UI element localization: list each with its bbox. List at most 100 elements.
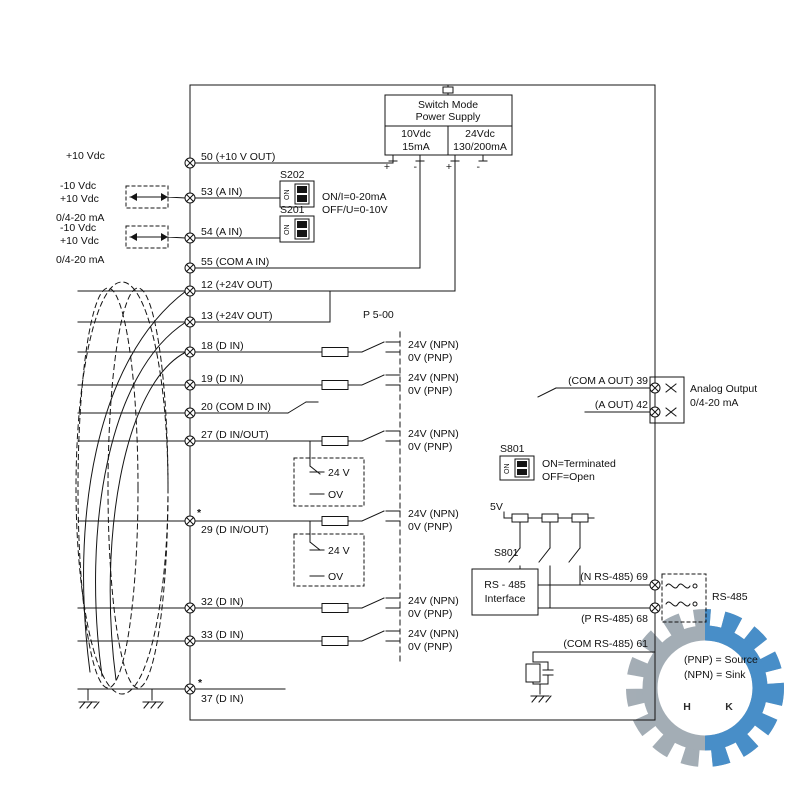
psu-15ma: 15mA [402, 141, 429, 153]
terminal-37-label: 37 (D IN) [201, 693, 244, 705]
terminal-55-label: 55 (COM A IN) [201, 256, 269, 268]
psu-10vdc: 10Vdc [401, 128, 431, 140]
label-54-plus: +10 Vdc [60, 235, 99, 247]
analog-output-caption-1: Analog Output [690, 383, 757, 395]
legend-npn: (NPN) = Sink [684, 669, 746, 681]
analog-out-label: (A OUT) 42 [595, 399, 648, 411]
psu-minus-1: - [414, 161, 418, 173]
terminal-32-marker [184, 602, 196, 614]
watermark-letter-h: H [683, 701, 691, 713]
left-wires [77, 290, 186, 690]
terminal-53-marker [184, 192, 196, 204]
enclosure-border [189, 84, 656, 721]
terminal-55-marker [184, 262, 196, 274]
s202-on-text: ON [284, 190, 291, 201]
pnp-27: 0V (PNP) [408, 441, 452, 453]
pnp-19: 0V (PNP) [408, 385, 452, 397]
terminal-50-label: 50 (+10 V OUT) [201, 151, 275, 163]
terminal-37-asterisk: * [198, 677, 203, 689]
s202-on-label: ON/I=0-20mA [322, 191, 386, 203]
rs485-box-line2: Interface [485, 593, 526, 605]
terminal-27-label: 27 (D IN/OUT) [201, 429, 269, 441]
s801-label: S801 [500, 443, 525, 455]
terminal-29-asterisk: * [197, 507, 202, 519]
npn-19: 24V (NPN) [408, 372, 459, 384]
ground-icon [78, 701, 164, 709]
terminal-18-label: 18 (D IN) [201, 340, 244, 352]
termination-network: 5V S801 [490, 501, 595, 609]
rs485-box-line1: RS - 485 [484, 579, 526, 591]
terminal-54-label: 54 (A IN) [201, 226, 242, 238]
terminal-39-marker [649, 382, 661, 394]
rs485-com-label: (COM RS-485) 61 [563, 638, 648, 650]
rs485-bus-label: RS-485 [712, 591, 748, 603]
left-voltage-labels: +10 Vdc -10 Vdc +10 Vdc 0/4-20 mA -10 Vd… [56, 150, 105, 266]
power-supply: Switch Mode Power Supply 10Vdc 15mA 24Vd… [384, 84, 513, 173]
terminal-69-marker [649, 579, 661, 591]
pnp-29: 0V (PNP) [408, 521, 452, 533]
label-54-minus: -10 Vdc [60, 222, 96, 234]
pnp-18: 0V (PNP) [408, 352, 452, 364]
npn-27: 24V (NPN) [408, 428, 459, 440]
s801-switch-label: S801 [494, 547, 519, 559]
terminal-13-label: 13 (+24V OUT) [201, 310, 273, 322]
box29-0v: OV [328, 571, 343, 583]
switch-s201: S201 ON [194, 204, 315, 243]
terminal-50-marker [184, 157, 196, 169]
label-54-ma: 0/4-20 mA [56, 254, 104, 266]
psu-minus-2: - [477, 161, 481, 173]
psu-title-2: Power Supply [416, 111, 482, 123]
analog-output-caption-2: 0/4-20 mA [690, 397, 738, 409]
label-5v: 5V [490, 501, 503, 513]
digital-input-stages: 24 V OV 24 V OV [194, 341, 401, 690]
switch-s801: S801 ON ON=Terminated OFF=Open [499, 443, 616, 483]
rs485-interface: RS - 485 Interface (N RS-485) 69 (P RS-4… [471, 568, 748, 703]
s202-off-label: OFF/U=0-10V [322, 204, 388, 216]
terminal-27-marker [184, 435, 196, 447]
s801-on-label: ON=Terminated [542, 458, 616, 470]
label-10vdc-50: +10 Vdc [66, 150, 105, 162]
psu-130ma: 130/200mA [453, 141, 507, 153]
s202-label: S202 [280, 169, 305, 181]
analog-source-54 [125, 225, 186, 249]
terminal-20-marker [184, 407, 196, 419]
rs485-p-label: (P RS-485) 68 [581, 613, 648, 625]
legend-pnp: (PNP) = Source [684, 654, 758, 666]
box27-0v: OV [328, 489, 343, 501]
s801-off-label: OFF=Open [542, 471, 595, 483]
watermark-logo: H K [626, 609, 784, 767]
terminal-18-marker [184, 346, 196, 358]
psu-plus-2: + [446, 161, 452, 173]
terminal-37-marker [184, 683, 196, 695]
s201-label: S201 [280, 204, 305, 216]
analog-output: (COM A OUT) 39 (A OUT) 42 Analog Output … [537, 375, 757, 424]
watermark-letter-k: K [725, 701, 733, 713]
label-53-plus: +10 Vdc [60, 193, 99, 205]
terminal-13-marker [184, 316, 196, 328]
npn-pnp-labels: 24V (NPN) 0V (PNP) 24V (NPN) 0V (PNP) 24… [408, 339, 459, 653]
fuse-icon [442, 86, 454, 94]
power-wires [194, 160, 456, 323]
terminal-42-marker [649, 406, 661, 418]
cable-shield-bundle [75, 281, 187, 709]
ground-icon [530, 695, 552, 703]
pnp-33: 0V (PNP) [408, 641, 452, 653]
npn-32: 24V (NPN) [408, 595, 459, 607]
terminal-19-marker [184, 379, 196, 391]
rs485-n-label: (N RS-485) 69 [580, 571, 648, 583]
terminal-68-marker [649, 602, 661, 614]
terminal-20-label: 20 (COM D IN) [201, 401, 271, 413]
param-5-00: P 5-00 [363, 309, 394, 321]
box29-24v: 24 V [328, 545, 350, 557]
terminal-29-marker [184, 515, 196, 527]
terminal-53-label: 53 (A IN) [201, 186, 242, 198]
s201-on-text: ON [284, 225, 291, 236]
psu-plus-1: + [384, 161, 390, 173]
terminal-12-label: 12 (+24V OUT) [201, 279, 273, 291]
terminal-33-label: 33 (D IN) [201, 629, 244, 641]
switch-s202: S202 ON [194, 169, 315, 208]
pnp-32: 0V (PNP) [408, 608, 452, 620]
box27-24v: 24 V [328, 467, 350, 479]
